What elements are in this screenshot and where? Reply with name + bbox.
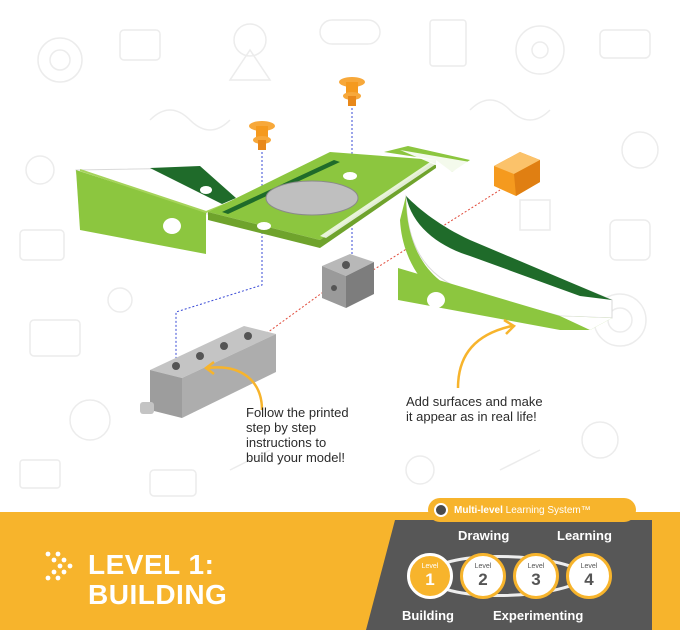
- level-word: Level: [421, 563, 439, 570]
- step-experimenting: Experimenting: [493, 608, 584, 623]
- center-plate: [208, 146, 470, 248]
- level-1-badge: Level 1: [407, 553, 453, 599]
- level-number: 1: [425, 570, 435, 589]
- level-word: Level: [474, 563, 492, 570]
- level-4-badge: Level 4: [566, 553, 612, 599]
- step-building: Building: [402, 608, 454, 623]
- pointer-arrow: [203, 361, 215, 375]
- orange-pin: [339, 77, 365, 106]
- level-number: 4: [584, 570, 594, 589]
- orange-clip: [494, 152, 540, 196]
- level-number: 3: [531, 570, 541, 589]
- orange-pin: [249, 121, 275, 150]
- connector-cube: [322, 254, 374, 308]
- gear-dot-icon: [434, 503, 448, 517]
- right-wing: [398, 194, 613, 330]
- level-2-badge: Level 2: [460, 553, 506, 599]
- instructions-caption: Follow the printed step by step instruct…: [246, 405, 349, 465]
- level-title: LEVEL 1: BUILDING: [88, 549, 228, 610]
- learning-system-badge: Multi-level Learning System™: [428, 498, 636, 522]
- chevron-arrow-icon: [45, 551, 73, 581]
- step-drawing: Drawing: [458, 528, 510, 543]
- pointer-arrow: [456, 324, 513, 389]
- guide-line: [175, 232, 263, 378]
- level-word: Level: [527, 563, 545, 570]
- level-3-badge: Level 3: [513, 553, 559, 599]
- connector-beam: [140, 326, 276, 418]
- pointer-arrow: [207, 366, 264, 411]
- step-learning: Learning: [557, 528, 612, 543]
- doodle-background: [19, 19, 659, 497]
- model-illustration: [75, 77, 613, 418]
- surfaces-caption: Add surfaces and make it appear as in re…: [406, 394, 543, 424]
- level-number: 2: [478, 570, 488, 589]
- guide-line: [259, 289, 327, 339]
- pointer-arrow: [503, 318, 517, 335]
- learning-system-label: Multi-level Learning System™: [454, 504, 591, 516]
- level-word: Level: [580, 563, 598, 570]
